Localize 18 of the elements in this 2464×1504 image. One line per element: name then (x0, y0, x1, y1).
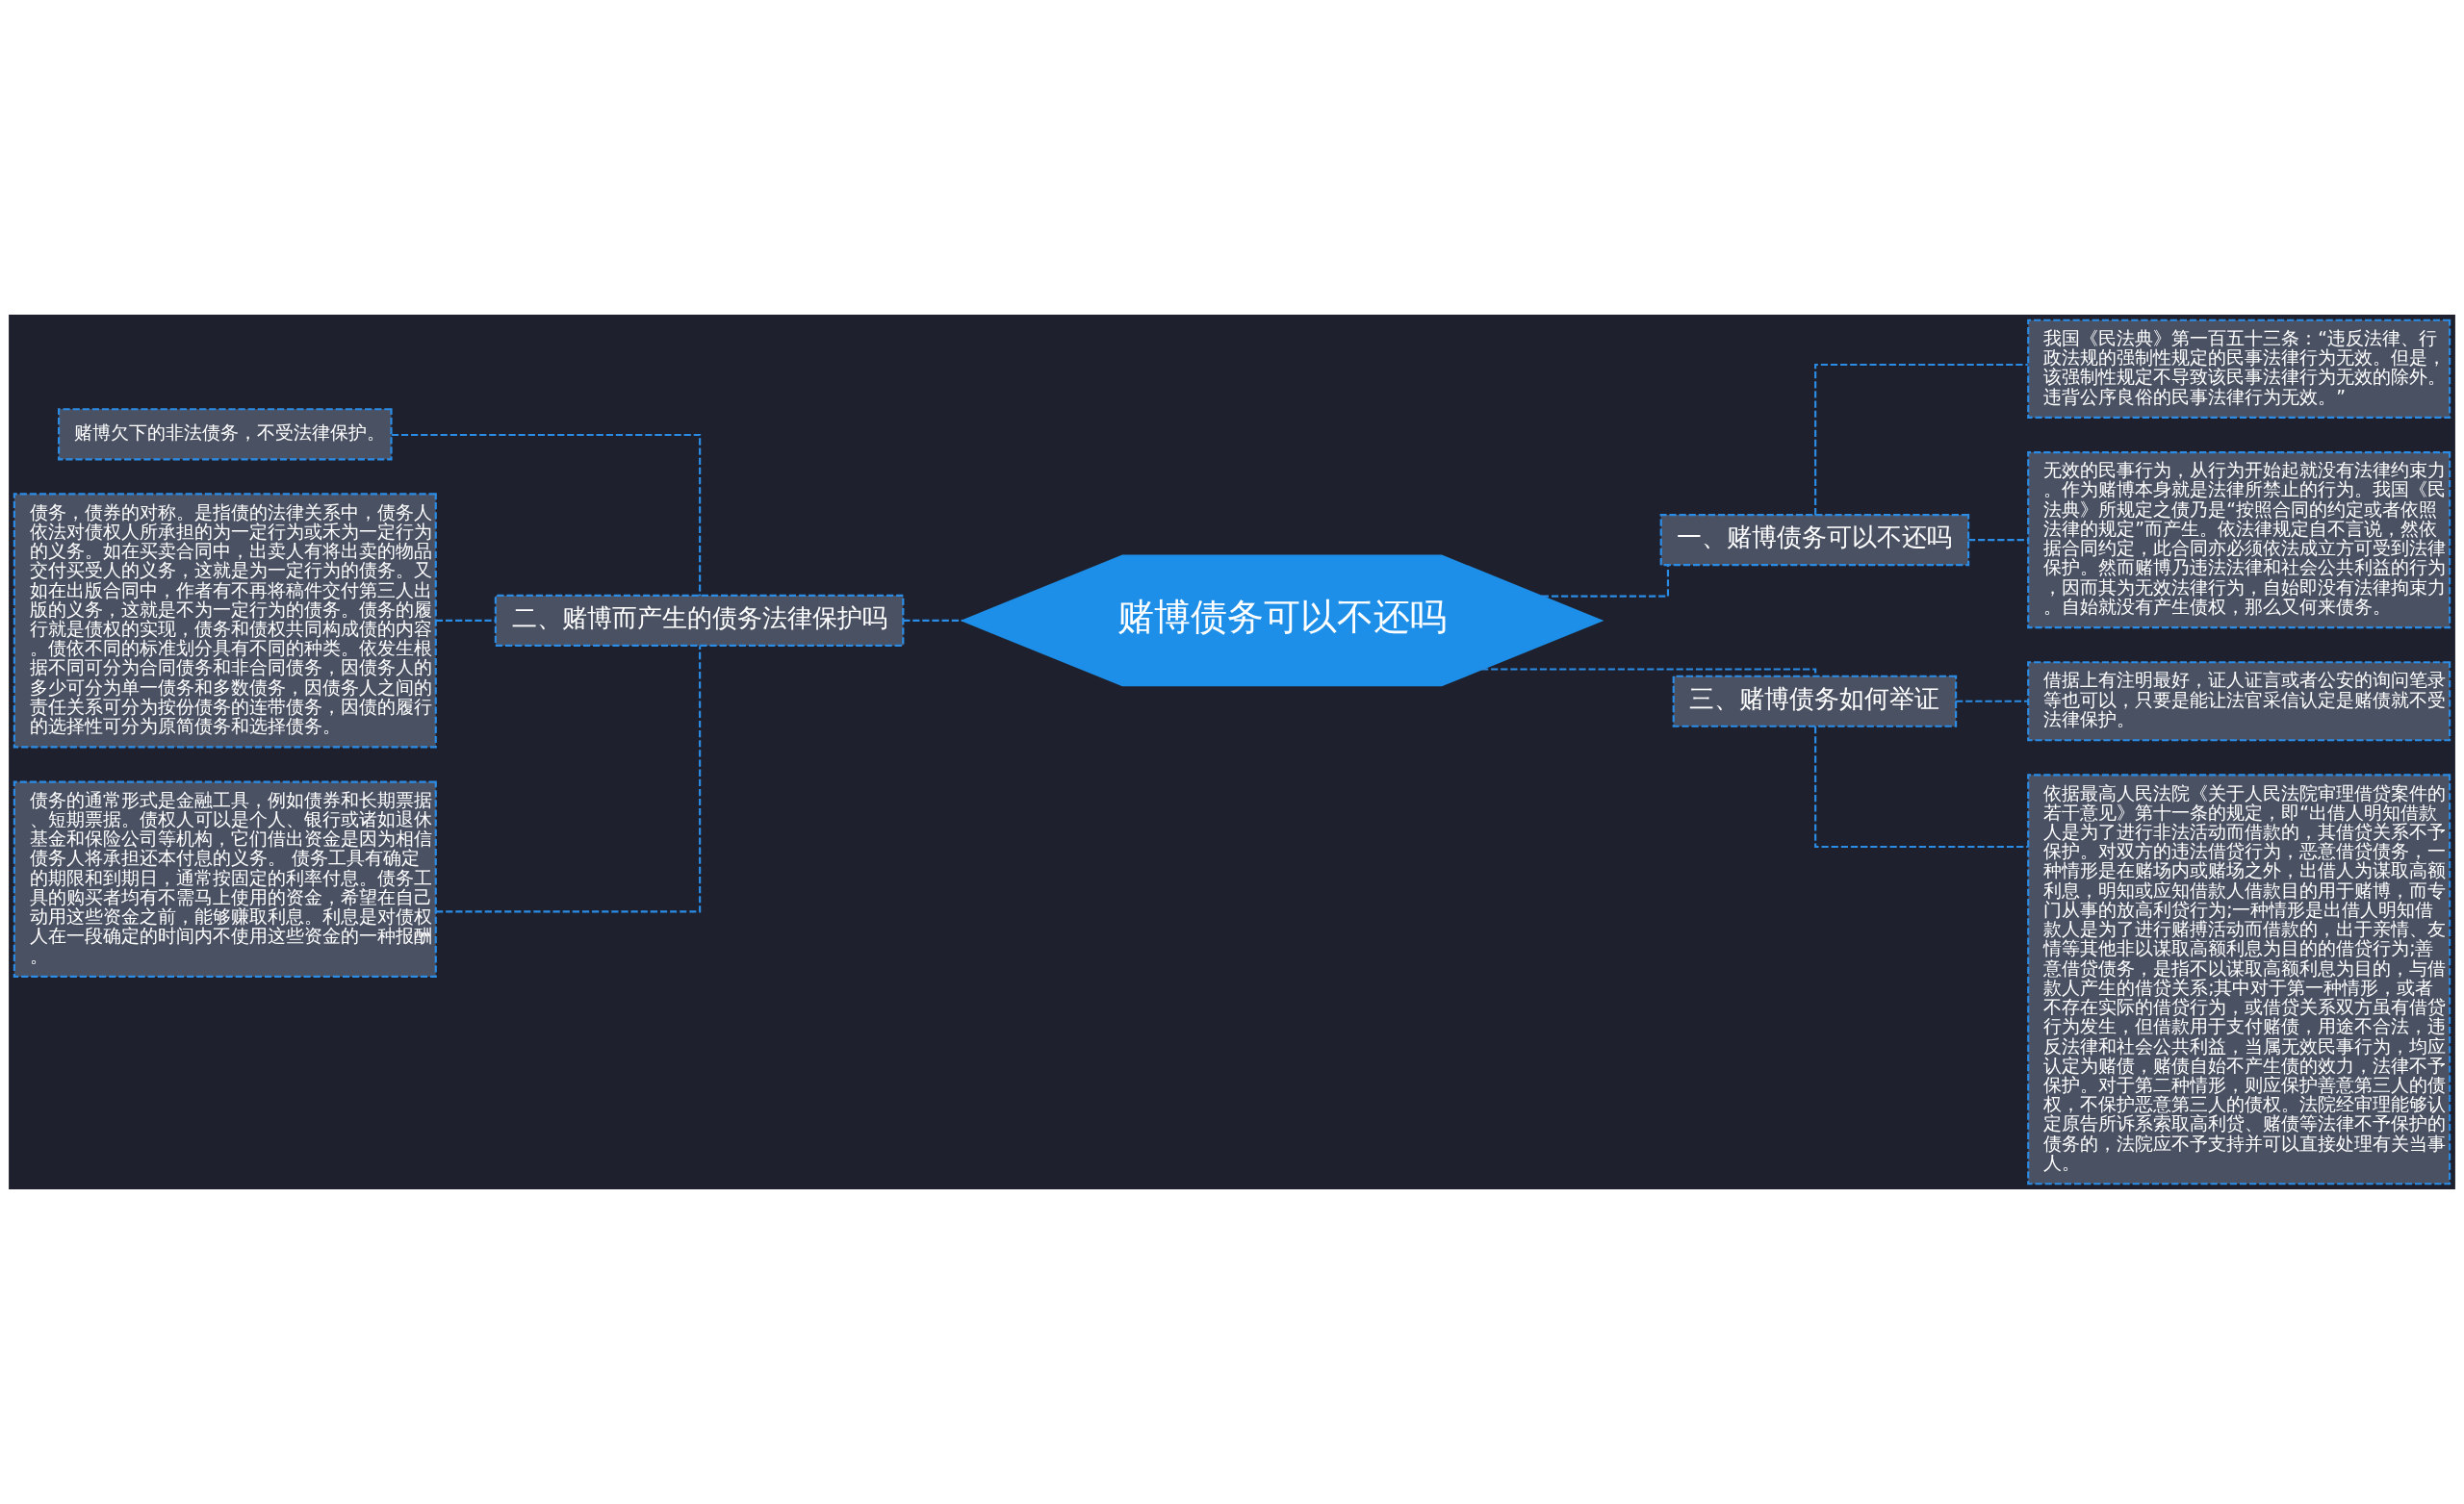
node-box: 二、赌博而产生的债务法律保护吗 (494, 594, 905, 648)
node-box: 我国《民法典》第一百五十三条：“违反法律、行政法规的强制性规定的民事法律行为无效。但是，该强制性规定不导致该民事法律行为无效的除外。违背公序良俗的民事法律行为无效。” (2027, 319, 2451, 420)
node-box: 一、赌博债务可以不还吗 (1659, 514, 1970, 567)
connector (1968, 539, 2029, 542)
connector (1956, 700, 2028, 702)
node-box: 三、赌博债务如何举证 (1672, 675, 1958, 727)
node-box: 借据上有注明最好，证人证言或者公安的询问笔录等也可以，只要是能让法官采信认定是赌债就不受法律保护。 (2027, 661, 2451, 742)
connector (435, 619, 496, 622)
node-box: 债务，债券的对称。是指债的法律关系中，债务人依法对债权人所承担的为一定行为或禾为一定行为的义务。如在买卖合同中，出卖人有将出卖的物品交付买受人的义务，这就是为一定行为的债务。又如在出版合同中，作者有不再将稿件交付第三人出版的义务，这就是不为一定行为的债务。债务的履行就是债权的实现，债务和债权共同构成债的内容。债依不同的标准划分具有不同的种类。依发生根据不同可分为合同债务和非合同债务，因债务人的多少可分为单一债务和多数债务，因债务人之间的责任关系可分为按份债务的连带债务，因债的履行的选择性可分为原简债务和选择债务。 (13, 493, 437, 749)
node-box: 依据最高人民法院《关于人民法院审理借贷案件的若干意见》第十一条的规定，即“出借人明知借款人是为了进行非法活动而借款的，其借贷关系不予保护。对双方的违法借贷行为，恶意借贷债务，一种情形是在赌场内或赌场之外，出借人为谋取高额利息，明知或应知借款人借款目的用于赌博，而专门从事的放高利贷行为;一种情形是出借人明知借款人是为了进行赌搏活动而借款的，出于亲情、友情等其他非以谋取高额利息为目的的借贷行为;善意借贷债务，是指不以谋取高额利息为目的，与借款人产生的借贷关系;其中对于第一种情形，或者不存在实际的借贷行为，或借贷关系双方虽有借贷行为发生，但借款用于支付赌债，用途不合法，违反法律和社会公共利益，当属无效民事行为，均应认定为赌债，赌债自始不产生债的效力，法律不予保护。对于第二种情形，则应保护善意第三人的债权，不保护恶意第三人的债权。法院经审理能够认定原告所诉系索取高利贷、赌债等法律不予保护的债务的，法院应不予支持并可以直接处理有关当事人。 (2027, 774, 2451, 1185)
node-box: 无效的民事行为，从行为开始起就没有法律约束力。作为赌博本身就是法律所禁止的行为。我国《民法典》所规定之债乃是“按照合同的约定或者依照法律的规定”而产生。依法律规定自不言说，然依据合同约定，此合同亦必须依法成立方可受到法律保护。然而赌博乃违法法律和社会公共利益的行为，因而其为无效法律行为，自始即没有法律拘束力。自始就没有产生债权，那么又何来债务。 (2027, 451, 2451, 629)
connector (903, 619, 963, 622)
connector (1814, 363, 2028, 516)
node-box: 赌博欠下的非法债务，不受法律保护。 (58, 408, 393, 461)
connector (392, 433, 702, 596)
connector (436, 646, 702, 913)
node-box: 债务的通常形式是金融工具，例如债券和长期票据、短期票据。债权人可以是个人、银行或诸如退休基金和保险公司等机构，它们借出资金是因为相信债务人将承担还本付息的义务。 债务工具有确定的期限和到期日，通常按固定的利率付息。债务工具的购买者均有不需马上使用的资金，希望在自己动用这些资金之前，能够赚取利息。利息是对债权人在一段确定的时间内不使用这些资金的一种报酬。 (13, 780, 437, 978)
connector (1814, 727, 2028, 849)
